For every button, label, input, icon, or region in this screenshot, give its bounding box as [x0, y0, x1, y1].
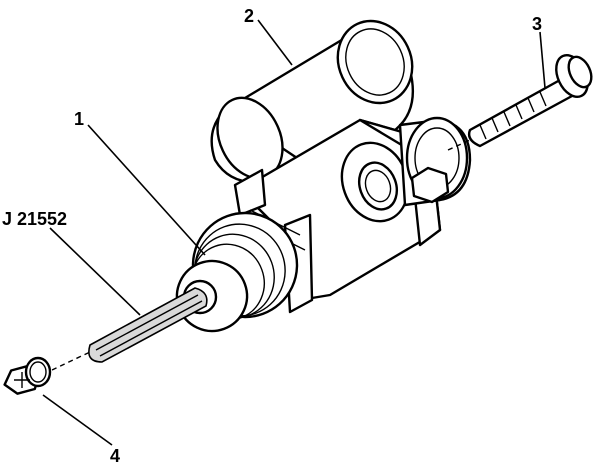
tool-j21552 [88, 287, 208, 363]
plug-screw [3, 356, 52, 395]
callout-1: 1 [74, 109, 84, 129]
leader-1 [87, 124, 206, 256]
leader-tool [49, 227, 141, 316]
leader-2 [257, 19, 293, 66]
callout-3: 3 [532, 14, 542, 34]
callout-2: 2 [244, 6, 254, 26]
callout-tool: J 21552 [2, 209, 67, 229]
solenoid-cylinder [210, 19, 414, 192]
callout-4: 4 [110, 446, 120, 466]
through-bolt [467, 54, 593, 148]
leader-4 [42, 394, 113, 446]
alignment-line-3 [447, 139, 471, 151]
leader-3 [539, 31, 546, 89]
alignment-line-4 [51, 351, 91, 371]
